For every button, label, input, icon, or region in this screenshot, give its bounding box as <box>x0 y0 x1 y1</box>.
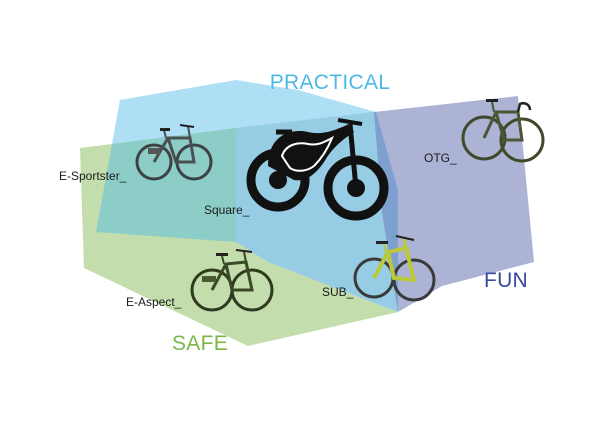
e-aspect-bike-image <box>190 249 274 312</box>
otg-bike-image <box>461 99 545 163</box>
e-sportster-bike-image <box>135 124 213 181</box>
sub-label: SUB_ <box>322 285 354 299</box>
sub-bike-image <box>353 235 436 302</box>
practical-region-label: PRACTICAL <box>270 71 391 94</box>
fun-region-label: FUN <box>484 269 528 292</box>
safe-region <box>80 128 398 346</box>
e-aspect-label: E-Aspect_ <box>126 295 182 309</box>
otg-label: OTG_ <box>424 151 457 165</box>
e-sportster-label: E-Sportster_ <box>59 169 127 183</box>
safe-region-label: SAFE <box>172 332 228 355</box>
square-label: Square_ <box>204 203 250 217</box>
fun-region <box>374 96 534 312</box>
square-bike-image <box>246 118 389 221</box>
